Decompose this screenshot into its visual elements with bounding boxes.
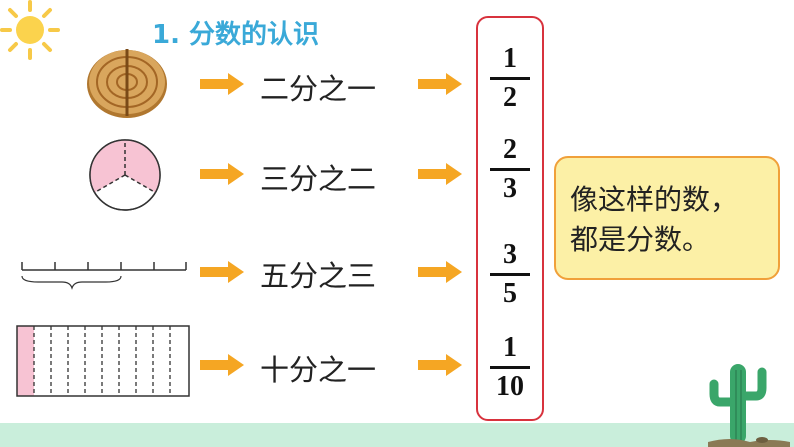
denominator: 3 — [503, 173, 517, 204]
fraction-bar — [490, 77, 530, 80]
fraction-bar — [490, 168, 530, 171]
numerator: 1 — [503, 43, 517, 74]
arrow-right-icon — [418, 261, 462, 283]
cactus-icon — [708, 364, 790, 447]
fractions-frame — [476, 16, 544, 421]
fraction-word-label: 二分之一 — [260, 72, 377, 106]
arrow-right-icon — [418, 354, 462, 376]
arrow-right-icon — [200, 73, 244, 95]
numerator: 3 — [503, 239, 517, 270]
fraction-numeral: 1 2 — [490, 44, 530, 113]
fraction-bar — [490, 273, 530, 276]
ruler-segment-icon — [21, 262, 187, 290]
pie-circle-icon — [89, 139, 161, 211]
fraction-numeral: 3 5 — [490, 240, 530, 309]
denominator: 2 — [503, 82, 517, 113]
page-title: 1. 分数的认识 — [152, 20, 320, 50]
note-line: 像这样的数， — [570, 183, 739, 216]
denominator: 10 — [496, 371, 524, 402]
numerator: 1 — [503, 332, 517, 363]
fraction-word-label: 十分之一 — [260, 353, 377, 387]
note-line: 都是分数。 — [570, 223, 711, 256]
arrow-right-icon — [200, 354, 244, 376]
note-box: 像这样的数， 都是分数。 — [554, 156, 780, 280]
fraction-word-label: 三分之二 — [260, 162, 377, 196]
fraction-numeral: 1 10 — [490, 333, 530, 402]
arrow-right-icon — [200, 163, 244, 185]
fraction-bar — [490, 366, 530, 369]
fraction-word-label: 五分之三 — [260, 259, 377, 293]
arrow-right-icon — [418, 163, 462, 185]
ten-strip-rect-icon — [16, 325, 190, 397]
arrow-right-icon — [200, 261, 244, 283]
fraction-numeral: 2 3 — [490, 135, 530, 204]
numerator: 2 — [503, 134, 517, 165]
mooncake-icon — [87, 49, 167, 118]
sun-icon — [0, 0, 60, 60]
ground-strip — [0, 423, 794, 447]
denominator: 5 — [503, 278, 517, 309]
arrow-right-icon — [418, 73, 462, 95]
